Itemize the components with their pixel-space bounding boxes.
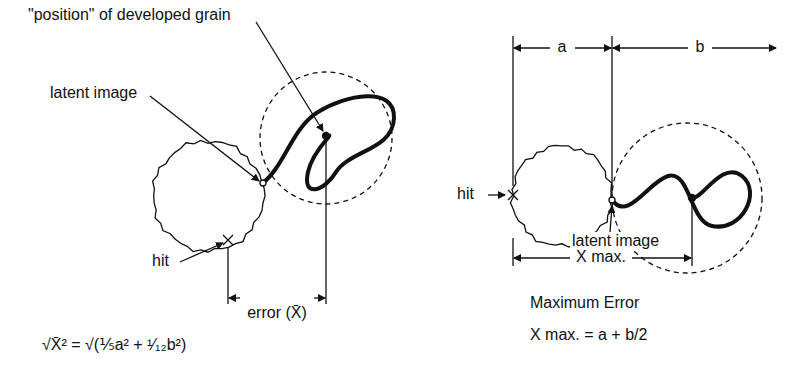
caption-text: Maximum Error xyxy=(528,294,641,312)
dimension-line xyxy=(325,140,326,304)
dimension-arrow xyxy=(314,297,325,298)
callout-label: hit xyxy=(150,252,171,270)
dimension-line xyxy=(512,238,513,266)
leader-line xyxy=(180,243,223,262)
dimension-line xyxy=(691,202,692,266)
dimension-arrow xyxy=(613,47,688,48)
latent-image-dot xyxy=(260,180,266,186)
dimension-label: error (X̄) xyxy=(245,304,309,322)
callout-label: latent image xyxy=(48,84,139,102)
silver-grain xyxy=(153,141,265,253)
dimension-label: X max. xyxy=(574,248,628,266)
filament xyxy=(612,172,750,226)
dimension-arrow xyxy=(229,297,240,298)
dimension-arrow xyxy=(514,47,550,48)
callout-label: hit xyxy=(455,185,476,203)
hit-mark xyxy=(223,235,233,245)
formula: X max. = a + b/2 xyxy=(528,326,649,344)
leader-line xyxy=(488,194,505,195)
formula: √X̄² = √(⅕a² + ¹⁄₁₂b²) xyxy=(40,336,188,354)
dimension-line xyxy=(512,36,513,186)
dimension-line xyxy=(227,248,228,304)
dimension-arrow xyxy=(514,257,570,258)
hit-mark xyxy=(508,190,518,200)
grain-position-dot xyxy=(323,133,330,140)
leader-line xyxy=(150,96,259,181)
dimension-arrow xyxy=(632,257,691,258)
filament xyxy=(263,96,394,189)
leader-line xyxy=(610,206,612,232)
grain-position-dot xyxy=(689,195,696,202)
dimension-line xyxy=(611,36,612,196)
dimension-arrow xyxy=(712,47,776,48)
latent-image-dot xyxy=(609,197,615,203)
leader-line xyxy=(256,22,323,131)
callout-label: "position" of developed grain xyxy=(26,6,233,24)
development-zone xyxy=(612,123,762,273)
dimension-label: b xyxy=(694,38,707,56)
dimension-label: a xyxy=(556,38,569,56)
dimension-arrow xyxy=(575,47,611,48)
